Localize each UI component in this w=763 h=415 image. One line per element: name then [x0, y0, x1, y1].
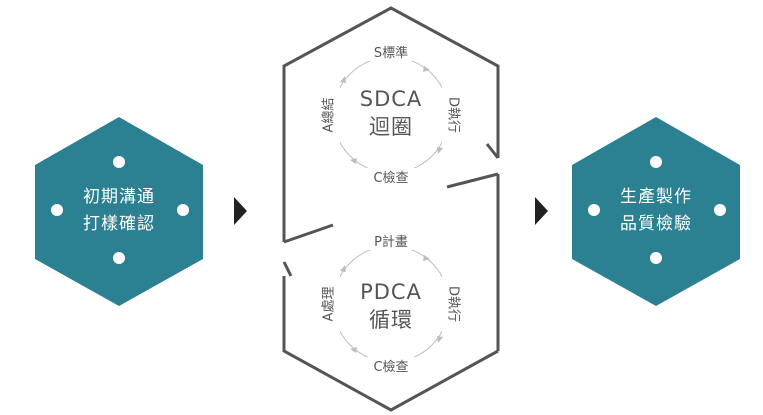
pdca-top-label: P計畫	[374, 234, 408, 250]
pdca-subtitle: 循環	[369, 308, 413, 332]
left-stage-hexagon: 初期溝通 打樣確認	[35, 117, 203, 306]
sdca-subtitle: 迴圈	[369, 115, 413, 139]
cycle-arrow-icon	[437, 147, 443, 154]
cycle-hexagon-outline	[282, 6, 500, 412]
flow-arrow-icon	[535, 197, 548, 225]
sdca-right-label: D執行	[446, 97, 462, 133]
node-dot	[714, 204, 726, 216]
node-dot	[113, 156, 125, 168]
sdca-cycle: SDCA 迴圈 S標準 D執行 C檢查 A總結	[318, 43, 464, 186]
pdca-right-label: D執行	[446, 286, 462, 322]
node-dot	[51, 204, 63, 216]
sdca-title: SDCA	[360, 87, 423, 111]
flow-arrow-icon	[234, 197, 247, 225]
cycle-arrow-icon	[423, 255, 430, 261]
node-dot	[650, 252, 662, 264]
cycle-arrow-icon	[437, 336, 443, 343]
sdca-bottom-label: C檢查	[373, 170, 408, 186]
node-dot	[177, 204, 189, 216]
pdca-title: PDCA	[360, 280, 422, 304]
cycle-arrow-icon	[350, 158, 357, 164]
cycle-arrow-icon	[350, 347, 357, 353]
right-stage-hexagon: 生產製作 品質檢驗	[572, 117, 740, 306]
cycle-arrow-icon	[340, 76, 346, 83]
right-hex-line2: 品質檢驗	[620, 214, 692, 234]
node-dot	[650, 156, 662, 168]
pdca-cycle: PDCA 循環 P計畫 D執行 C檢查 A處理	[318, 232, 464, 375]
left-hex-line1: 初期溝通	[83, 187, 155, 207]
sdca-top-label: S標準	[374, 45, 408, 61]
pdca-circle	[332, 245, 450, 363]
left-hex-line2: 打樣確認	[83, 214, 155, 234]
pdca-bottom-label: C檢查	[373, 359, 408, 375]
sdca-left-label: A總結	[321, 98, 337, 133]
pdca-left-label: A處理	[322, 287, 337, 322]
cycle-arrow-icon	[423, 66, 430, 72]
node-dot	[588, 204, 600, 216]
node-dot	[113, 252, 125, 264]
right-hex-line1: 生產製作	[620, 187, 692, 207]
cycle-arrow-icon	[340, 265, 346, 272]
